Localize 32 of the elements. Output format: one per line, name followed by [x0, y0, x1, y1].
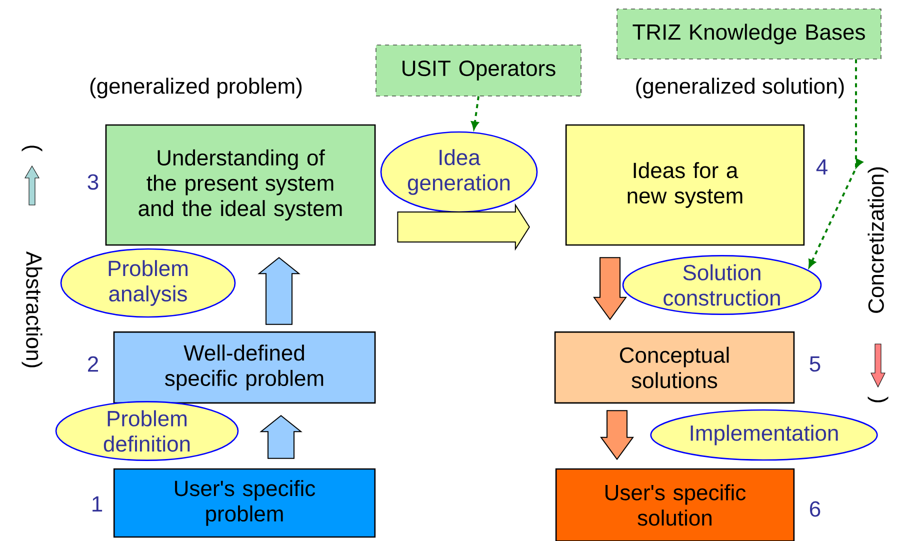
process-box: User's specific solution: [555, 468, 795, 541]
oval-label: Problem analysis: [60, 248, 236, 318]
block-arrow: [258, 257, 300, 325]
step-number: 6: [810, 501, 820, 517]
dashed-box: USIT Operators: [376, 44, 582, 96]
arrow: [471, 96, 480, 130]
process-box: User's specific problem: [113, 468, 376, 538]
annotation: (generalized problem): [90, 78, 302, 98]
step-number: 3: [88, 174, 98, 190]
process-box: Conceptual solutions: [554, 331, 795, 404]
block-arrow: [397, 203, 530, 251]
process-box: Ideas for a new system: [565, 124, 805, 246]
step-number: 5: [810, 356, 820, 372]
step-number: 4: [816, 159, 828, 175]
oval-label: Implementation: [650, 409, 878, 461]
block-arrow: [600, 410, 634, 460]
annotation: (: [22, 146, 42, 152]
annotation: Abstraction): [22, 251, 42, 368]
annotation: (: [868, 396, 888, 402]
annotation: Concretization): [868, 167, 888, 313]
step-number: 1: [92, 496, 102, 512]
arrow: [808, 59, 863, 268]
dashed-box: TRIZ Knowledge Bases: [616, 8, 882, 60]
oval-label: Solution construction: [622, 254, 822, 315]
oval-label: Idea generation: [380, 131, 538, 213]
process-box: Well-defined specific problem: [113, 331, 376, 404]
annotation: (generalized solution): [636, 78, 844, 98]
oval-label: Problem definition: [55, 400, 239, 461]
process-box: Understanding of the present system and the ideal system: [105, 124, 376, 246]
block-arrow: [593, 257, 627, 320]
block-arrow: [260, 414, 302, 459]
step-number: 2: [88, 356, 98, 372]
